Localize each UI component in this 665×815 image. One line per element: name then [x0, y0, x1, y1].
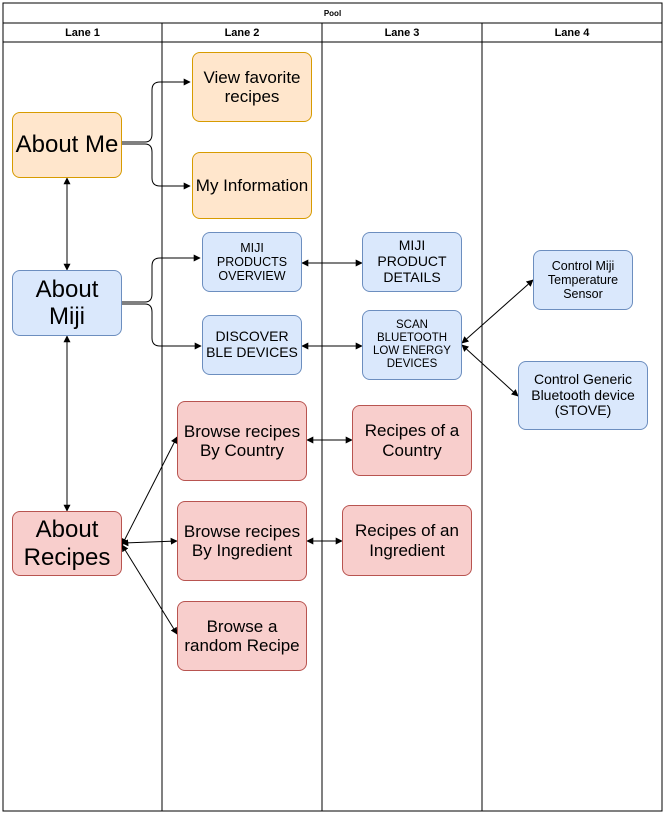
edge-about-miji-to-discover-devices	[122, 303, 202, 350]
node-about-miji[interactable]: About Miji	[12, 270, 122, 336]
node-recipes-of-ingredient[interactable]: Recipes of an Ingredient	[342, 505, 472, 576]
lane-header-1: Lane 1	[65, 27, 100, 39]
node-browse-random-recipe[interactable]: Browse a random Recipe	[177, 601, 307, 671]
edge-scan-temp-sensor	[461, 279, 534, 344]
node-miji-products-overview[interactable]: MIJI PRODUCTS OVERVIEW	[202, 232, 302, 292]
edge-recipes-browse-ingredient	[121, 537, 178, 547]
node-control-generic-device[interactable]: Control Generic Bluetooth device (STOVE)	[518, 361, 648, 430]
edge-about-miji-to-products-overview	[122, 254, 201, 303]
edge-scan-generic-device	[461, 344, 519, 397]
edge-about-me-to-my-information	[122, 143, 191, 190]
edge-recipes-browse-country	[121, 436, 178, 546]
node-scan-ble-devices[interactable]: SCAN BLUETOOTH LOW ENERGY DEVICES	[362, 310, 462, 380]
node-recipes-of-country[interactable]: Recipes of a Country	[352, 405, 472, 476]
node-my-information[interactable]: My Information	[192, 152, 312, 219]
node-view-favorite-recipes[interactable]: View favorite recipes	[192, 52, 312, 122]
node-discover-ble-devices[interactable]: DISCOVER BLE DEVICES	[202, 315, 302, 375]
node-miji-product-details[interactable]: MIJI PRODUCT DETAILS	[362, 232, 462, 292]
node-about-me[interactable]: About Me	[12, 112, 122, 178]
node-browse-by-country[interactable]: Browse recipes By Country	[177, 401, 307, 481]
node-about-recipes[interactable]: About Recipes	[12, 511, 122, 576]
node-browse-by-ingredient[interactable]: Browse recipes By Ingredient	[177, 501, 307, 581]
edge-recipes-browse-random	[121, 544, 178, 635]
lane-header-3: Lane 3	[384, 27, 420, 39]
pool-title: Pool	[323, 9, 342, 18]
lane-header-4: Lane 4	[554, 27, 590, 39]
lane-header-2: Lane 2	[224, 27, 260, 39]
node-control-temperature-sensor[interactable]: Control Miji Temperature Sensor	[533, 250, 633, 310]
edge-about-me-to-favorites	[122, 78, 191, 143]
